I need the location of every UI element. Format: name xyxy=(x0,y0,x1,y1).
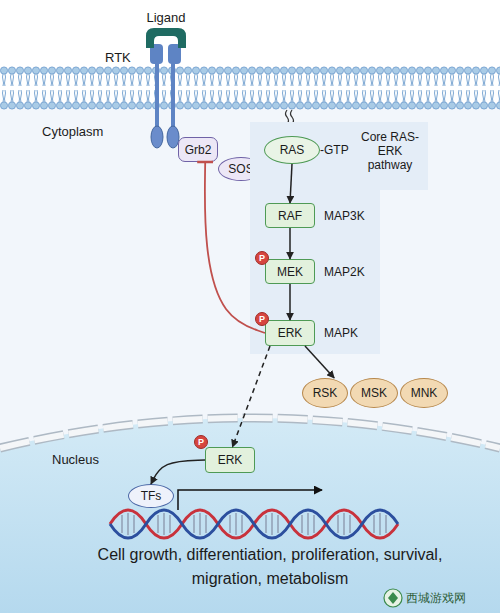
side-label: MAPK xyxy=(324,321,358,345)
node-label: RSK xyxy=(303,379,347,407)
node-label: Core RAS-ERK pathway xyxy=(354,130,426,172)
transcription-factor-oval: TFs xyxy=(128,484,174,508)
adaptor-box: Grb2 xyxy=(178,137,218,162)
dna-rungs xyxy=(122,513,386,535)
receptor-label: RTK xyxy=(105,50,131,65)
dna-strand xyxy=(110,510,398,538)
side-label: MAP3K xyxy=(324,204,365,227)
substrate-oval: MSK xyxy=(350,378,398,408)
activation-arrow xyxy=(305,346,334,378)
node-label: RAS xyxy=(265,137,319,163)
node-label: P xyxy=(256,252,268,264)
nuclear-envelope xyxy=(0,418,500,448)
node-label: ERK xyxy=(206,448,254,472)
node-label: Grb2 xyxy=(179,138,217,161)
node-label: MNK xyxy=(401,379,447,407)
substrate-oval: RSK xyxy=(302,378,348,408)
transcription-arrow xyxy=(178,490,322,510)
node-label: P xyxy=(195,436,207,448)
activation-arrow xyxy=(289,284,291,320)
watermark: 西城游戏网 xyxy=(406,590,466,607)
translocation-arrow xyxy=(233,346,271,447)
node-label: P xyxy=(256,313,268,325)
watermark-logo xyxy=(384,589,402,607)
receptor-symbol xyxy=(150,44,181,148)
gtpase-oval: RAS-GTP xyxy=(264,136,320,164)
cytoplasm-fill xyxy=(0,108,500,613)
dna-strand xyxy=(110,510,398,538)
phospho-circle: P xyxy=(255,251,269,265)
panel-fill xyxy=(250,122,428,354)
outcome-text: Cell growth, differentiation, proliferat… xyxy=(95,543,445,591)
pathway-panel: Core RAS-ERK pathwayRAS-GTPRAFMAP3KPMEKM… xyxy=(250,122,428,354)
kinase-box: ERKMAPK xyxy=(265,320,315,346)
activation-arrow xyxy=(151,460,205,484)
node-label: TFs xyxy=(129,485,173,507)
side-label: -GTP xyxy=(320,137,349,163)
node-label: MSK xyxy=(351,379,397,407)
ligand-label: Ligand xyxy=(141,10,191,25)
inhibition-arrow xyxy=(205,162,265,333)
kinase-box: RAFMAP3K xyxy=(265,203,315,228)
nucleus-fill xyxy=(0,418,500,613)
node-label: RAF xyxy=(266,204,314,227)
kinase-box: ERK xyxy=(205,447,255,473)
lipid-bilayer xyxy=(0,66,500,110)
node-label: MEK xyxy=(266,260,314,283)
node-label: Nucleus xyxy=(52,452,99,467)
activation-arrow xyxy=(290,164,292,203)
node-label: ERK xyxy=(266,321,314,345)
activation-arrow xyxy=(289,228,291,259)
phospho-circle: P xyxy=(194,435,208,449)
substrate-oval: MNK xyxy=(400,378,448,408)
kinase-box: MEKMAP2K xyxy=(265,259,315,284)
side-label: MAP2K xyxy=(324,260,365,283)
compartment-label: Cytoplasm xyxy=(42,124,103,139)
ligand-symbol xyxy=(146,28,186,48)
phospho-circle: P xyxy=(255,312,269,326)
nuclear-envelope xyxy=(0,418,500,448)
